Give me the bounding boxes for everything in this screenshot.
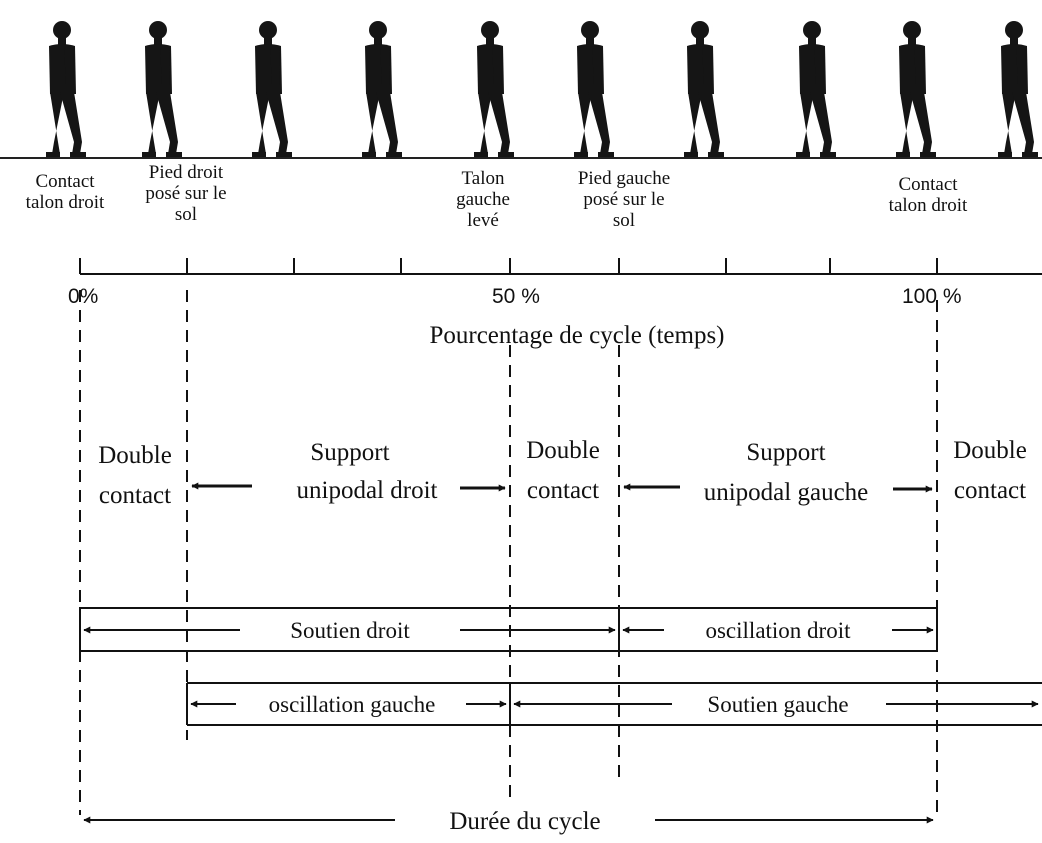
phase-line: unipodal gauche [704,479,869,506]
phase-double-contact-2: Double contact [526,437,600,504]
event-label-heel-strike: Contact talon droit [26,171,105,213]
phase-dividers [79,290,938,815]
event-line: talon droit [889,195,968,216]
event-line: Pied droit [149,162,224,183]
cycle-duration: Durée du cycle [83,808,934,835]
event-line: Talon [462,168,505,189]
left-leg-bar: oscillation gauche Soutien gauche [186,682,1042,726]
event-line: Contact [898,174,958,195]
right-leg-bar: Soutien droit oscillation droit [79,607,938,652]
phase-single-support-right: Support unipodal droit [297,439,438,504]
soutien-gauche-label: Soutien gauche [707,692,848,717]
time-axis [79,258,1042,275]
event-line: posé sur le [145,183,226,204]
oscillation-gauche-label: oscillation gauche [269,692,436,717]
soutien-droit-label: Soutien droit [290,618,410,643]
event-line: levé [467,210,499,231]
walker-figure-4 [362,21,402,157]
phase-double-contact-1: Double contact [98,442,172,509]
phase-double-contact-3: Double contact [953,437,1027,504]
event-line: sol [613,210,635,231]
phase-line: Support [310,439,389,466]
phase-line: contact [527,477,599,504]
event-label-left-foot-flat: Pied gauche posé sur le sol [578,168,670,231]
walking-figures [46,21,1038,157]
walker-figure-1 [46,21,86,157]
oscillation-droit-label: oscillation droit [705,618,851,643]
phase-line: contact [99,482,171,509]
support-arrows [191,482,933,493]
bar-frame [79,607,938,652]
tick-label-50: 50 % [492,285,540,308]
phase-line: contact [954,477,1026,504]
phase-line: Double [526,437,600,464]
axis-title: Pourcentage de cycle (temps) [429,322,724,349]
event-line: posé sur le [583,189,664,210]
event-label-heel-strike-end: Contact talon droit [889,174,968,216]
phase-line: unipodal droit [297,477,438,504]
event-label-left-heel-off: Talon gauche levé [456,168,510,231]
event-line: Pied gauche [578,168,670,189]
walker-figure-5 [474,21,514,157]
event-line: talon droit [26,192,105,213]
walker-figure-10 [998,21,1038,157]
phase-line: Double [98,442,172,469]
event-line: sol [175,204,197,225]
walker-figure-7 [684,21,724,157]
walker-figure-8 [796,21,836,157]
cycle-duration-label: Durée du cycle [449,808,600,835]
tick-label-0: 0% [68,285,98,308]
walker-figure-9 [896,21,936,157]
walker-figure-2 [142,21,182,157]
tick-label-100: 100 % [902,285,962,308]
event-label-right-foot-flat: Pied droit posé sur le sol [145,162,226,225]
event-line: Contact [35,171,95,192]
event-line: gauche [456,189,510,210]
phase-line: Double [953,437,1027,464]
walker-figure-3 [252,21,292,157]
walker-figure-6 [574,21,614,157]
phase-single-support-left: Support unipodal gauche [704,439,869,506]
phase-line: Support [746,439,825,466]
